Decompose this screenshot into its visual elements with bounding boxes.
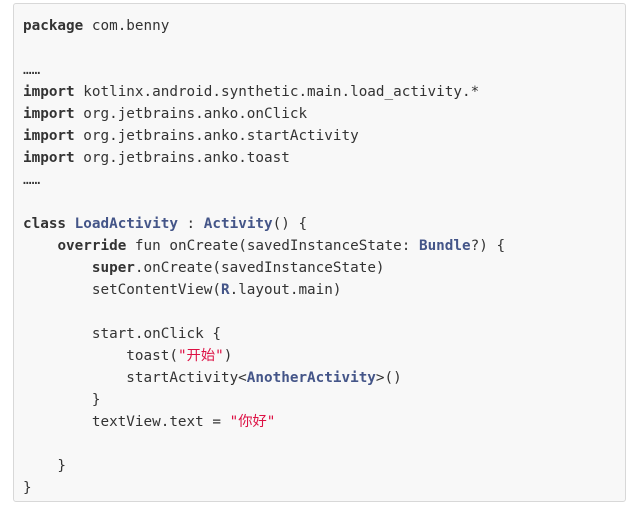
code-text: fun onCreate(savedInstanceState: — [126, 238, 419, 254]
blank-line — [23, 433, 505, 455]
keyword: super — [91, 260, 135, 276]
code-text: start.onClick { — [23, 326, 221, 342]
keyword: import — [23, 84, 75, 100]
code-text — [66, 216, 75, 232]
code-line: class LoadActivity : Activity() { — [23, 213, 505, 235]
code-text: org.jetbrains.anko.startActivity — [74, 128, 359, 144]
code-line: override fun onCreate(savedInstanceState… — [23, 235, 505, 257]
code-line: textView.text = "你好" — [23, 411, 505, 433]
code-line: package com.benny — [23, 15, 505, 37]
code-line: super.onCreate(savedInstanceState) — [23, 257, 505, 279]
code-block: package com.benny …… import kotlinx.andr… — [13, 3, 626, 502]
code-line: import org.jetbrains.anko.toast — [23, 147, 505, 169]
keyword: override — [57, 238, 127, 254]
code-lines: package com.benny …… import kotlinx.andr… — [23, 15, 505, 499]
code-line: toast("开始") — [23, 345, 505, 367]
blank-line — [23, 191, 505, 213]
keyword: import — [23, 128, 75, 144]
code-text: >() — [375, 370, 402, 386]
code-text: : — [177, 216, 204, 232]
code-text: ?) { — [470, 238, 506, 254]
code-text: toast( — [23, 348, 178, 364]
code-text: org.jetbrains.anko.onClick — [74, 106, 308, 122]
ellipsis-line: …… — [23, 169, 505, 191]
code-line: import org.jetbrains.anko.startActivity — [23, 125, 505, 147]
code-line: } — [23, 455, 505, 477]
code-line: } — [23, 477, 505, 499]
string-literal: "开始" — [177, 348, 224, 364]
code-text: () { — [272, 216, 308, 232]
code-text: org.jetbrains.anko.toast — [74, 150, 290, 166]
string-literal: "你好" — [229, 414, 276, 430]
code-text: …… — [23, 172, 41, 188]
type-name: Activity — [203, 216, 273, 232]
code-text: .onCreate(savedInstanceState) — [134, 260, 385, 276]
code-line: start.onClick { — [23, 323, 505, 345]
code-line: import org.jetbrains.anko.onClick — [23, 103, 505, 125]
code-text: textView.text = — [23, 414, 230, 430]
keyword: package — [23, 18, 84, 34]
keyword: import — [23, 106, 75, 122]
code-text: setContentView( — [23, 282, 221, 298]
ellipsis-line: …… — [23, 59, 505, 81]
code-text: .layout.main) — [229, 282, 342, 298]
type-name: R — [220, 282, 230, 298]
code-line: setContentView(R.layout.main) — [23, 279, 505, 301]
type-name: Bundle — [418, 238, 471, 254]
code-text: ) — [223, 348, 233, 364]
code-line: startActivity<AnotherActivity>() — [23, 367, 505, 389]
code-text: startActivity< — [23, 370, 247, 386]
keyword: import — [23, 150, 75, 166]
code-line: import kotlinx.android.synthetic.main.lo… — [23, 81, 505, 103]
code-text: } — [23, 392, 101, 408]
type-name: AnotherActivity — [246, 370, 376, 386]
indent — [23, 260, 92, 276]
blank-line — [23, 301, 505, 323]
code-line: } — [23, 389, 505, 411]
code-text: com.benny — [83, 18, 170, 34]
code-text: } — [23, 458, 67, 474]
code-text: } — [23, 480, 32, 496]
code-text: kotlinx.android.synthetic.main.load_acti… — [74, 84, 480, 100]
blank-line — [23, 37, 505, 59]
type-name: LoadActivity — [74, 216, 178, 232]
keyword: class — [23, 216, 67, 232]
code-text: …… — [23, 62, 41, 78]
indent — [23, 238, 57, 254]
